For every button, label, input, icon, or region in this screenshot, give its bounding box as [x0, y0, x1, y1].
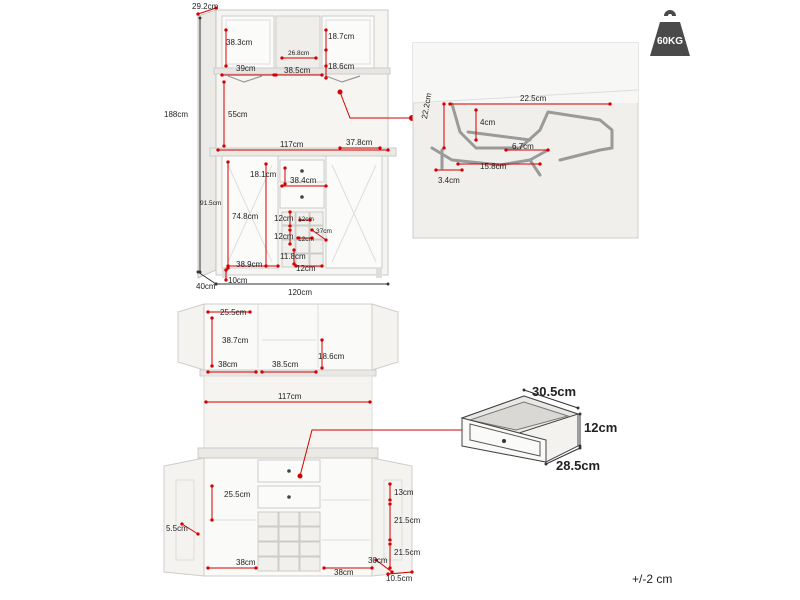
label-upper-shelf-w: 26.8cm [288, 50, 310, 57]
label-wine-d: 37cm [316, 228, 332, 235]
label-right-depth: 30cm [368, 556, 388, 565]
weight-badge-icon [650, 10, 690, 56]
label-rack-w: 22.5cm [520, 94, 547, 103]
label-right-shelf-2: 21.5cm [394, 516, 421, 525]
stemware-rack-zoom [412, 42, 639, 239]
label-wine-cell-h1: 12cm [274, 214, 294, 223]
label-upper-mid-w: 38.5cm [284, 66, 311, 75]
rack-dimension-lines [434, 102, 612, 172]
label-wine-cell-w1: 12cm [298, 216, 314, 223]
label-height-total: 188cm [164, 110, 189, 119]
label-hutch-w: 117cm [278, 392, 302, 401]
label-base-left-w: 38cm [236, 558, 256, 567]
label-base-door-h: 74.8cm [232, 212, 259, 221]
label-upper-left-w: 39cm [236, 64, 256, 73]
label-door-depth: 10.5cm [386, 574, 413, 583]
drawer-zoom [460, 395, 580, 463]
label-upper-door-h: 25.5cm [220, 308, 247, 317]
label-upper-left-w-open: 38cm [218, 360, 238, 369]
label-upper-cab-h: 38.3cm [226, 38, 253, 47]
tolerance-note: +/-2 cm [632, 572, 673, 586]
cabinet-open-view [163, 303, 413, 577]
label-slot-w: 6.7cm [512, 142, 534, 151]
label-upper-cab-h-open: 38.7cm [222, 336, 249, 345]
top-view-dimension-lines [196, 6, 415, 286]
label-base-depth: 40cm [196, 282, 216, 291]
label-drawer-zoom-w: 30.5cm [532, 384, 577, 399]
label-hutch-open-h: 55cm [228, 110, 248, 119]
label-upper-mid-h-open: 18.6cm [318, 352, 345, 361]
label-base-h: 91.5cm [200, 200, 222, 207]
label-upper-mid-w-open: 38.5cm [272, 360, 299, 369]
label-leg-h: 10cm [228, 276, 248, 285]
label-base-door-w: 38.9cm [236, 260, 263, 269]
label-total-width: 120cm [288, 288, 313, 297]
label-slot-gap: 15.8cm [480, 162, 507, 171]
label-wine-cell-h2: 12cm [274, 232, 294, 241]
cabinet-top-view [197, 9, 397, 279]
label-drawer-zoom-d: 28.5cm [556, 458, 601, 473]
label-wine-bottom-w: 12cm [296, 264, 316, 273]
label-rail-w: 3.4cm [438, 176, 460, 185]
label-drawer-h: 18.1cm [250, 170, 277, 179]
drawer-dimension-lines [522, 388, 582, 466]
weight-label: 60KG [656, 36, 684, 47]
label-drawer-zoom-h: 12cm [584, 420, 618, 435]
label-wine-cell-w2: 12cm [298, 236, 314, 243]
label-rack-depth: 4cm [480, 118, 496, 127]
label-upper-right-w: 18.7cm [328, 32, 355, 41]
label-base-right-w: 38cm [334, 568, 354, 577]
label-counter-d: 37.8cm [346, 138, 373, 147]
open-view-dimension-lines [180, 310, 462, 576]
label-upper-mid-h: 18.6cm [328, 62, 355, 71]
label-depth-top: 29.2cm [192, 2, 219, 11]
label-counter-w: 117cm [280, 140, 304, 149]
label-door-shelf-h: 5.5cm [166, 524, 188, 533]
label-right-shelf-3: 21.5cm [394, 548, 421, 557]
label-wine-bottom-h: 11.8cm [280, 252, 306, 261]
label-base-shelf-h: 25.5cm [224, 490, 251, 499]
label-drawer-w: 38.4cm [290, 176, 317, 185]
label-right-shelf-1: 13cm [394, 488, 414, 497]
